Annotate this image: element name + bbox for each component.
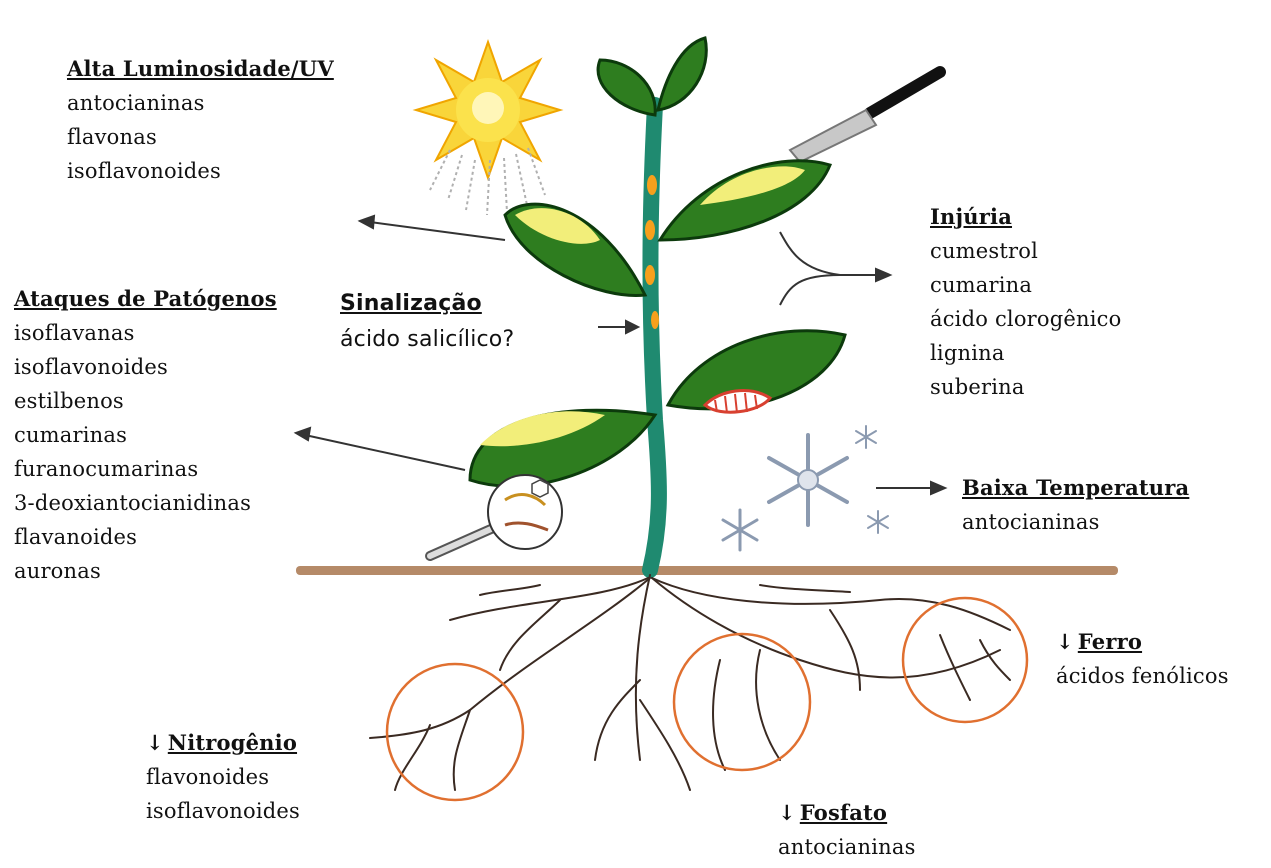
- compound-item: isoflavanas: [14, 316, 277, 350]
- label-alta-luminosidade: Alta Luminosidade/UV antocianinas flavon…: [67, 52, 334, 188]
- compound-item: ácido salicílico?: [340, 322, 514, 358]
- compound-item: estilbenos: [14, 384, 277, 418]
- plant-stem: [650, 105, 659, 570]
- label-title-text: Fosfato: [800, 800, 887, 825]
- label-fosfato: ↓Fosfato antocianinas: [778, 796, 916, 864]
- compound-item: cumestrol: [930, 234, 1121, 268]
- label-ferro: ↓Ferro ácidos fenólicos: [1056, 625, 1229, 693]
- compound-item: cumarinas: [14, 418, 277, 452]
- down-arrow-icon: ↓: [778, 800, 796, 825]
- compound-item: ácido clorogênico: [930, 302, 1121, 336]
- label-title: Alta Luminosidade/UV: [67, 52, 334, 86]
- sun-icon: [416, 42, 560, 215]
- label-ataques-patogenos: Ataques de Patógenos isoflavanas isoflav…: [14, 282, 277, 588]
- down-arrow-icon: ↓: [146, 730, 164, 755]
- compound-item: flavanoides: [14, 520, 277, 554]
- down-arrow-icon: ↓: [1056, 629, 1074, 654]
- compound-item: ácidos fenólicos: [1056, 659, 1229, 693]
- knife-icon: [790, 72, 940, 162]
- compound-item: isoflavonoides: [146, 794, 300, 828]
- label-title: Sinalização: [340, 286, 514, 322]
- compound-item: antocianinas: [67, 86, 334, 120]
- label-title: ↓Nitrogênio: [146, 726, 300, 760]
- label-nitrogenio: ↓Nitrogênio flavonoides isoflavonoides: [146, 726, 300, 828]
- compound-item: auronas: [14, 554, 277, 588]
- label-injuria: Injúria cumestrol cumarina ácido clorogê…: [930, 200, 1121, 404]
- snowflake-icons: [723, 426, 888, 550]
- label-title: ↓Ferro: [1056, 625, 1229, 659]
- roots: [370, 575, 1010, 790]
- label-title: ↓Fosfato: [778, 796, 916, 830]
- label-title: Baixa Temperatura: [962, 471, 1189, 505]
- magnifier-icon: [430, 475, 562, 556]
- label-title-text: Nitrogênio: [168, 730, 297, 755]
- compound-item: antocianinas: [962, 505, 1189, 539]
- soil-line: [296, 566, 1118, 575]
- compound-item: furanocumarinas: [14, 452, 277, 486]
- compound-item: isoflavonoides: [67, 154, 334, 188]
- label-sinalizacao: Sinalização ácido salicílico?: [340, 286, 514, 358]
- compound-item: suberina: [930, 370, 1121, 404]
- label-baixa-temperatura: Baixa Temperatura antocianinas: [962, 471, 1189, 539]
- label-title-text: Ferro: [1078, 629, 1142, 654]
- label-title: Injúria: [930, 200, 1121, 234]
- compound-item: 3-deoxiantocianidinas: [14, 486, 277, 520]
- compound-item: cumarina: [930, 268, 1121, 302]
- compound-item: lignina: [930, 336, 1121, 370]
- label-title: Ataques de Patógenos: [14, 282, 277, 316]
- compound-item: flavonas: [67, 120, 334, 154]
- compound-item: isoflavonoides: [14, 350, 277, 384]
- compound-item: antocianinas: [778, 830, 916, 864]
- compound-item: flavonoides: [146, 760, 300, 794]
